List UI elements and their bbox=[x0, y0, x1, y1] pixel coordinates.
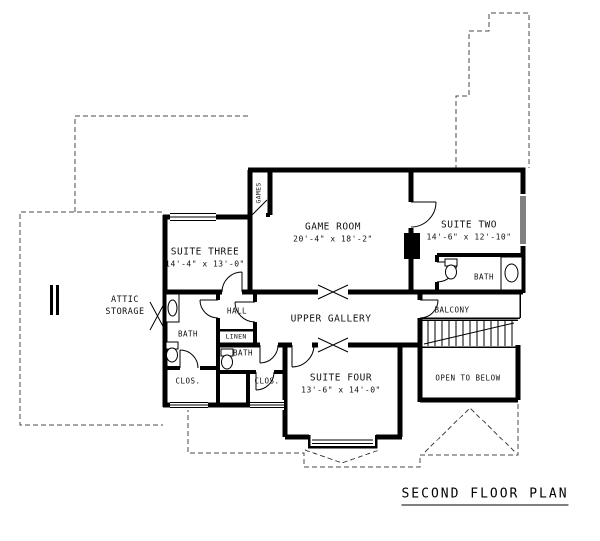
interior-walls bbox=[163, 213, 523, 449]
game-room-label: GAME ROOM 20'-4" x 18'-2" bbox=[293, 222, 373, 245]
upper-gallery-label: UPPER GALLERY bbox=[290, 313, 372, 325]
bath-suite-two-label: BATH bbox=[473, 272, 495, 282]
suite-four-label: SUITE FOUR 13'-6" x 14'-0" bbox=[301, 373, 381, 396]
plan-title: SECOND FLOOR PLAN bbox=[401, 487, 569, 506]
dashed-roof-outlines bbox=[19, 12, 530, 468]
balcony-label: BALCONY bbox=[434, 305, 470, 315]
bath-center-label: BATH bbox=[232, 348, 254, 358]
hall-label: HALL bbox=[226, 306, 248, 316]
room-name: SUITE TWO bbox=[441, 219, 497, 231]
room-name: SUITE THREE bbox=[170, 246, 240, 258]
room-dims: 14'-4" x 13'-0" bbox=[165, 259, 245, 269]
room-dims: 14'-6" x 12'-10" bbox=[426, 232, 512, 242]
attic-window-mark bbox=[50, 285, 59, 315]
room-name: GAME ROOM bbox=[305, 221, 361, 233]
room-dims: 13'-6" x 14'-0" bbox=[301, 385, 381, 395]
games-closet-label: GAMES bbox=[254, 182, 263, 204]
chimney-chase bbox=[404, 233, 420, 259]
stair-treads bbox=[423, 321, 515, 346]
closet-right-label: CLOS. bbox=[254, 376, 280, 386]
suite-three-label: SUITE THREE 14'-4" x 13'-0" bbox=[165, 247, 245, 270]
suite-two-label: SUITE TWO 14'-6" x 12'-10" bbox=[426, 220, 511, 243]
room-name: SUITE FOUR bbox=[309, 372, 373, 384]
window-symbols bbox=[170, 194, 528, 448]
attic-storage-label: ATTIC STORAGE bbox=[105, 295, 145, 317]
arch-symbols bbox=[317, 284, 349, 353]
bath-left-label: BATH bbox=[177, 329, 199, 339]
linen-label: LINEN bbox=[225, 332, 247, 341]
door-symbols bbox=[149, 199, 458, 391]
open-to-below-label: OPEN TO BELOW bbox=[435, 373, 501, 383]
closet-left-label: CLOS. bbox=[175, 376, 201, 386]
railings bbox=[420, 293, 521, 348]
room-dims: 20'-4" x 18'-2" bbox=[293, 234, 373, 244]
plumbing-fixtures bbox=[165, 256, 523, 370]
